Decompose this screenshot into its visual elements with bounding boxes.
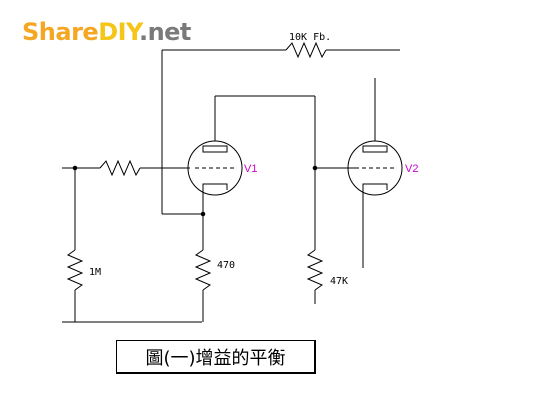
- tube-v1-cathode: [202, 183, 228, 195]
- resistor-470: [194, 249, 212, 291]
- sharediy-logo: ShareDIY.net: [22, 18, 191, 46]
- label-470: 470: [217, 260, 235, 271]
- caption-box: 圖(一)增益的平衡: [116, 340, 316, 374]
- caption-text: 圖(一)增益的平衡: [145, 347, 286, 369]
- label-47k: 47K: [330, 276, 348, 287]
- label-v2: V2: [405, 163, 418, 175]
- tube-v2-plate: [362, 145, 388, 153]
- label-1m: 1M: [89, 267, 101, 278]
- resistor-47k: [306, 249, 324, 291]
- resistor-input: [99, 159, 141, 177]
- tube-v1-plate: [202, 145, 228, 153]
- resistor-1m: [66, 249, 84, 291]
- logo-part-diy: DIY: [98, 18, 139, 46]
- logo-part-share: Share: [22, 18, 99, 46]
- resistor-10k-fb: [285, 41, 327, 59]
- tube-v2-cathode: [362, 183, 388, 195]
- label-feedback: 10K Fb.: [289, 32, 331, 43]
- label-v1: V1: [244, 163, 257, 175]
- logo-part-net: .net: [138, 18, 191, 46]
